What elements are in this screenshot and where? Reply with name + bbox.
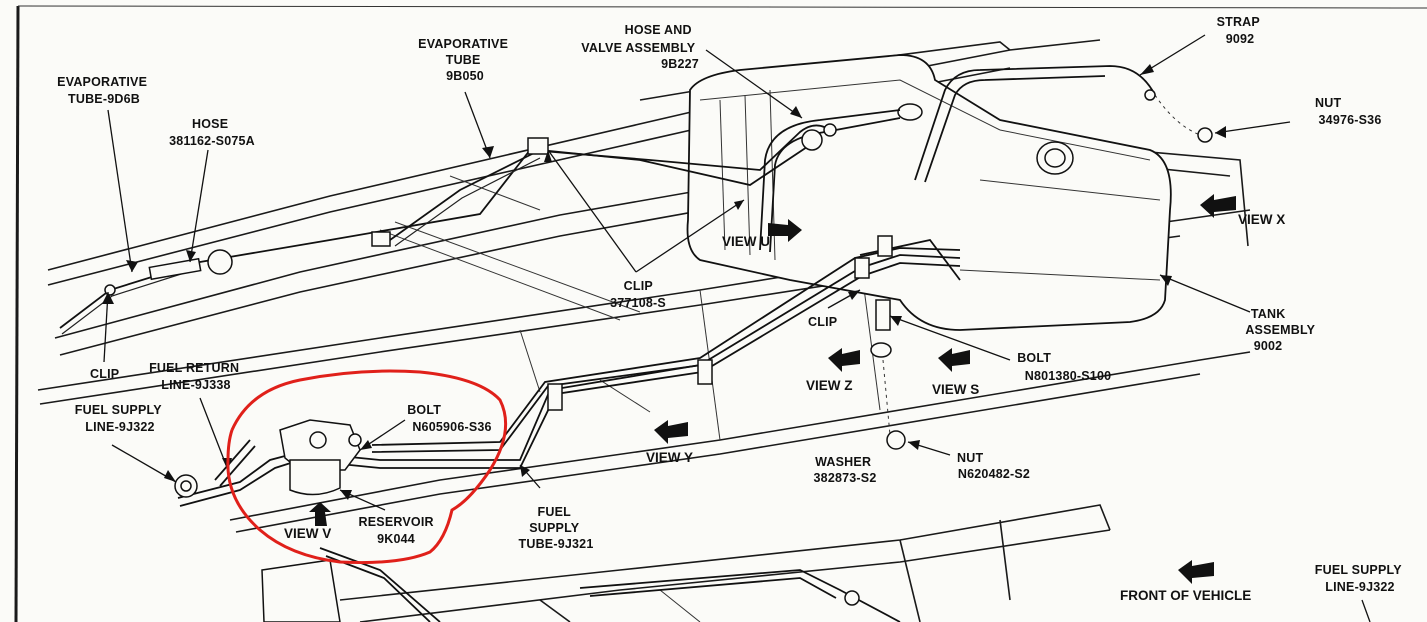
label-clip-mid: CLIP [808, 315, 837, 329]
label-view-y: VIEW Y [646, 450, 693, 465]
fuel-lines [174, 235, 961, 507]
label-tank-assembly: TANK ASSEMBLY 9002 [1245, 307, 1318, 353]
lower-frame [261, 504, 1111, 622]
label-evap-tube-9b050: EVAPORATIVE TUBE 9B050 [418, 37, 512, 83]
evap-tube-9b050 [371, 137, 811, 247]
label-strap: STRAP 9092 [1217, 15, 1264, 46]
hose-valve-assembly [759, 109, 901, 253]
label-evap-tube-9d6b: EVAPORATIVE TUBE-9D6B [57, 75, 151, 106]
page-edge [14, 5, 1427, 622]
leader-arrowheads [102, 64, 1226, 500]
highlight-circle [226, 369, 508, 565]
view-y-arrow [654, 420, 688, 444]
label-fuel-supply-tube: FUEL SUPPLY TUBE-9J321 [519, 505, 594, 551]
leaders [103, 34, 1371, 622]
label-view-u: VIEW U [722, 234, 770, 249]
front-of-vehicle-arrow [1178, 560, 1214, 584]
label-clip-left: CLIP [90, 367, 119, 381]
view-s-arrow [938, 348, 970, 372]
view-u-arrow [768, 219, 802, 242]
label-reservoir: RESERVOIR 9K044 [359, 515, 438, 546]
view-v-arrow [309, 502, 331, 526]
label-bolt-n605906: BOLT N605906-S36 [407, 403, 491, 434]
label-bolt-n801380: BOLT N801380-S100 [1017, 351, 1111, 383]
label-washer: WASHER 382873-S2 [814, 455, 877, 485]
lower-lines [319, 547, 901, 622]
label-nut-n620482: NUT N620482-S2 [957, 451, 1030, 481]
strap [914, 65, 1201, 183]
fuel-tank [686, 54, 1172, 331]
label-fuel-return: FUEL RETURN LINE-9J338 [149, 361, 243, 392]
label-hose-valve: HOSE AND VALVE ASSEMBLY 9B227 [581, 23, 699, 71]
label-fuel-supply-line: FUEL SUPPLY LINE-9J322 [75, 403, 165, 434]
view-arrows [309, 194, 1236, 584]
label-fuel-supply-line-right: FUEL SUPPLY LINE-9J322 [1315, 563, 1405, 594]
view-x-arrow [1200, 194, 1236, 218]
label-hose: HOSE 381162-S075A [169, 117, 255, 148]
evap-tube-9d6b [59, 124, 831, 335]
labels: EVAPORATIVE TUBE-9D6B HOSE 381162-S075A … [57, 15, 1405, 603]
label-view-z: VIEW Z [806, 378, 853, 393]
tank-mount [870, 89, 1213, 450]
label-front-of-vehicle: FRONT OF VEHICLE [1120, 588, 1251, 603]
view-z-arrow [828, 348, 860, 372]
label-clip-377108: CLIP 377108-S [610, 279, 666, 310]
label-view-v: VIEW V [284, 526, 331, 541]
label-view-s: VIEW S [932, 382, 979, 397]
reservoir [279, 419, 362, 496]
label-view-x: VIEW X [1238, 212, 1285, 227]
label-nut-34976: NUT 34976-S36 [1315, 96, 1381, 127]
